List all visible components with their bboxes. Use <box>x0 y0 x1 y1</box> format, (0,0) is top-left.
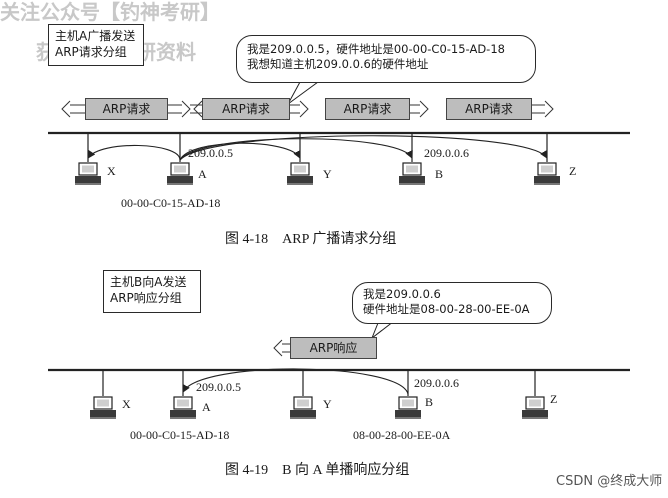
fig1-ip-b: 209.0.0.6 <box>424 146 469 160</box>
fig1-host-z-icon <box>533 162 561 186</box>
fig1-host-z-label: Z <box>569 164 577 178</box>
fig1-host-b-icon <box>398 162 426 186</box>
watermark-line1: 关注公众号【钓神考研】 <box>0 0 220 24</box>
fig1-packet-3: ARP请求 <box>325 98 410 120</box>
fig2-packet: ARP响应 <box>290 337 377 359</box>
fig1-broadcast-curves <box>87 135 548 161</box>
fig2-host-a-label: A <box>202 400 211 414</box>
fig1-note-line2: ARP请求分组 <box>55 45 127 59</box>
fig2-drops <box>102 370 536 396</box>
fig2-packet-arrows <box>273 339 290 357</box>
fig2-mac-b: 08-00-28-00-EE-0A <box>353 428 451 442</box>
fig2-ip-a: 209.0.0.5 <box>196 380 241 394</box>
fig2-host-x-label: X <box>122 397 131 411</box>
fig1-host-b-label: B <box>435 167 444 181</box>
fig1-host-x-icon <box>74 162 102 186</box>
fig2-host-x-icon <box>89 396 117 420</box>
fig1-bubble-tail <box>287 81 319 105</box>
fig1-speech-bubble: 我是209.0.0.5，硬件地址是00-00-C0-15-AD-18 我想知道主… <box>236 35 536 83</box>
fig1-caption: 图 4-18 ARP 广播请求分组 <box>225 232 397 247</box>
fig1-host-x-label: X <box>107 164 116 178</box>
fig2-host-a-icon <box>169 396 197 420</box>
csdn-credit: CSDN @终成大师 <box>556 474 663 489</box>
fig2-host-b-icon <box>394 396 422 420</box>
fig2-unicast-curve <box>182 368 409 395</box>
fig2-ip-b: 209.0.0.6 <box>414 376 459 390</box>
fig1-bubble-line1: 我是209.0.0.5，硬件地址是00-00-C0-15-AD-18 <box>247 42 505 56</box>
fig2-note-line1: 主机B向A发送 <box>110 275 187 289</box>
fig2-note-line2: ARP响应分组 <box>110 291 182 305</box>
fig1-host-a-icon <box>166 162 194 186</box>
fig1-host-a-label: A <box>198 167 207 181</box>
fig2-host-y-label: Y <box>323 397 332 411</box>
fig2-host-y-icon <box>289 396 317 420</box>
fig1-bubble-line2: 我想知道主机209.0.0.6的硬件地址 <box>247 57 429 71</box>
fig1-packet-1: ARP请求 <box>85 98 168 120</box>
fig1-host-y-label: Y <box>323 167 332 181</box>
fig1-ip-a: 209.0.0.5 <box>188 146 233 160</box>
fig2-caption: 图 4-19 B 向 A 单播响应分组 <box>225 463 410 478</box>
fig2-bubble-line1: 我是209.0.0.6 <box>363 287 441 301</box>
fig1-note-box: 主机A广播发送 ARP请求分组 <box>48 24 144 66</box>
fig2-note-box: 主机B向A发送 ARP响应分组 <box>103 270 201 313</box>
fig1-packet-2: ARP请求 <box>202 98 290 120</box>
fig1-note-line1: 主机A广播发送 <box>55 29 136 43</box>
fig1-host-y-icon <box>286 162 314 186</box>
fig2-mac-a: 00-00-C0-15-AD-18 <box>130 428 230 442</box>
fig2-bubble-line2: 硬件地址是08-00-28-00-EE-0A <box>363 302 530 316</box>
fig1-mac-a: 00-00-C0-15-AD-18 <box>121 196 221 210</box>
fig2-speech-bubble: 我是209.0.0.6 硬件地址是08-00-28-00-EE-0A <box>352 282 552 324</box>
fig1-packet-4: ARP请求 <box>446 98 532 120</box>
fig1-packet-arrows <box>61 100 554 118</box>
fig2-host-z-label: Z <box>550 392 558 406</box>
fig2-host-b-label: B <box>425 395 434 409</box>
fig2-host-z-icon <box>521 396 549 420</box>
